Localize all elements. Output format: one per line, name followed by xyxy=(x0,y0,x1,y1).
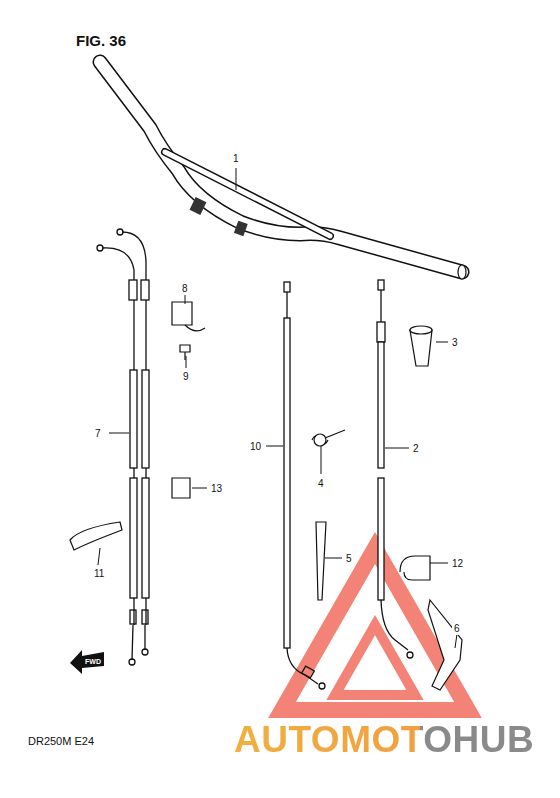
throttle-cables xyxy=(97,229,149,665)
callout-number: 13 xyxy=(209,483,224,495)
small-parts xyxy=(70,302,462,690)
figure-title: FIG. 36 xyxy=(74,32,128,49)
cable-2 xyxy=(377,280,413,658)
callout-number: 9 xyxy=(181,371,191,383)
callout-number: 2 xyxy=(411,443,421,455)
bracket-11 xyxy=(70,522,122,550)
plate-6 xyxy=(428,600,462,690)
clip-8 xyxy=(172,302,192,325)
handlebar xyxy=(100,62,466,279)
fwd-arrow xyxy=(70,650,104,674)
callout-number: 12 xyxy=(450,558,465,570)
leader-lines xyxy=(98,168,457,648)
callout-number: 10 xyxy=(248,441,263,453)
callout-number: 1 xyxy=(231,153,241,165)
model-code: DR250M E24 xyxy=(26,735,96,748)
cable-10 xyxy=(284,282,325,689)
cable-tie xyxy=(316,522,326,600)
clip-13 xyxy=(172,478,190,498)
direction-label: FWD xyxy=(83,657,103,666)
callout-number: 7 xyxy=(93,428,103,440)
callout-number: 3 xyxy=(450,337,460,349)
watermark: AUTOMOTOHUB xyxy=(232,720,536,759)
callout-number: 5 xyxy=(344,553,354,565)
bolt-9 xyxy=(180,345,190,352)
callout-number: 6 xyxy=(452,623,462,635)
callout-number: 4 xyxy=(316,478,326,490)
bracket-12 xyxy=(400,556,430,580)
callout-number: 8 xyxy=(180,283,190,295)
callout-number: 11 xyxy=(92,568,106,580)
cable-boot xyxy=(410,330,432,366)
watermark-triangle xyxy=(282,548,468,710)
